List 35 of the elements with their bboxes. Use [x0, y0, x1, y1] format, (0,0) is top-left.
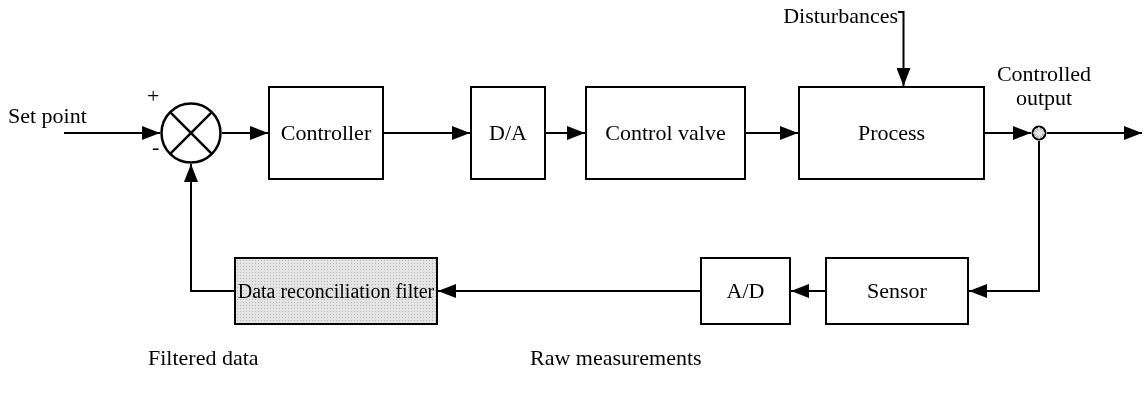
process-box: [268, 86, 384, 180]
node-label: Process: [857, 120, 926, 146]
arrow: [221, 126, 269, 140]
text-label: Disturbances: [720, 4, 898, 30]
arrow: [383, 126, 471, 140]
arrow: [1046, 126, 1143, 140]
summing-junction: [160, 102, 222, 164]
output-label: Controlled output: [995, 62, 1093, 111]
sign-label: +: [147, 84, 160, 109]
arrow: [437, 284, 701, 298]
arrow: [184, 163, 235, 292]
process-box: [798, 86, 985, 180]
arrow: [63, 126, 161, 140]
output-node: [1031, 125, 1047, 141]
process-box: [825, 257, 969, 325]
arrow: [745, 126, 799, 140]
node-label: Controller: [280, 120, 372, 146]
annotation: Filtered data: [148, 346, 259, 371]
process-box: [700, 257, 791, 325]
filter-box: [234, 257, 438, 325]
arrow: [790, 284, 826, 298]
node-label: Sensor: [867, 278, 927, 304]
node-label: Data reconciliation filter: [237, 280, 435, 302]
annotation: Raw measurements: [530, 346, 702, 371]
node-label: Control valve: [605, 120, 726, 146]
process-box: [470, 86, 546, 180]
arrow: [984, 126, 1032, 140]
node-label: D/A: [489, 120, 527, 146]
arrow: [896, 11, 911, 87]
arrow: [968, 140, 1040, 298]
text-label: Set point: [8, 104, 128, 133]
node-label: A/D: [726, 278, 765, 304]
arrow: [545, 126, 586, 140]
process-box: [585, 86, 746, 180]
sign-label: -: [152, 135, 160, 160]
